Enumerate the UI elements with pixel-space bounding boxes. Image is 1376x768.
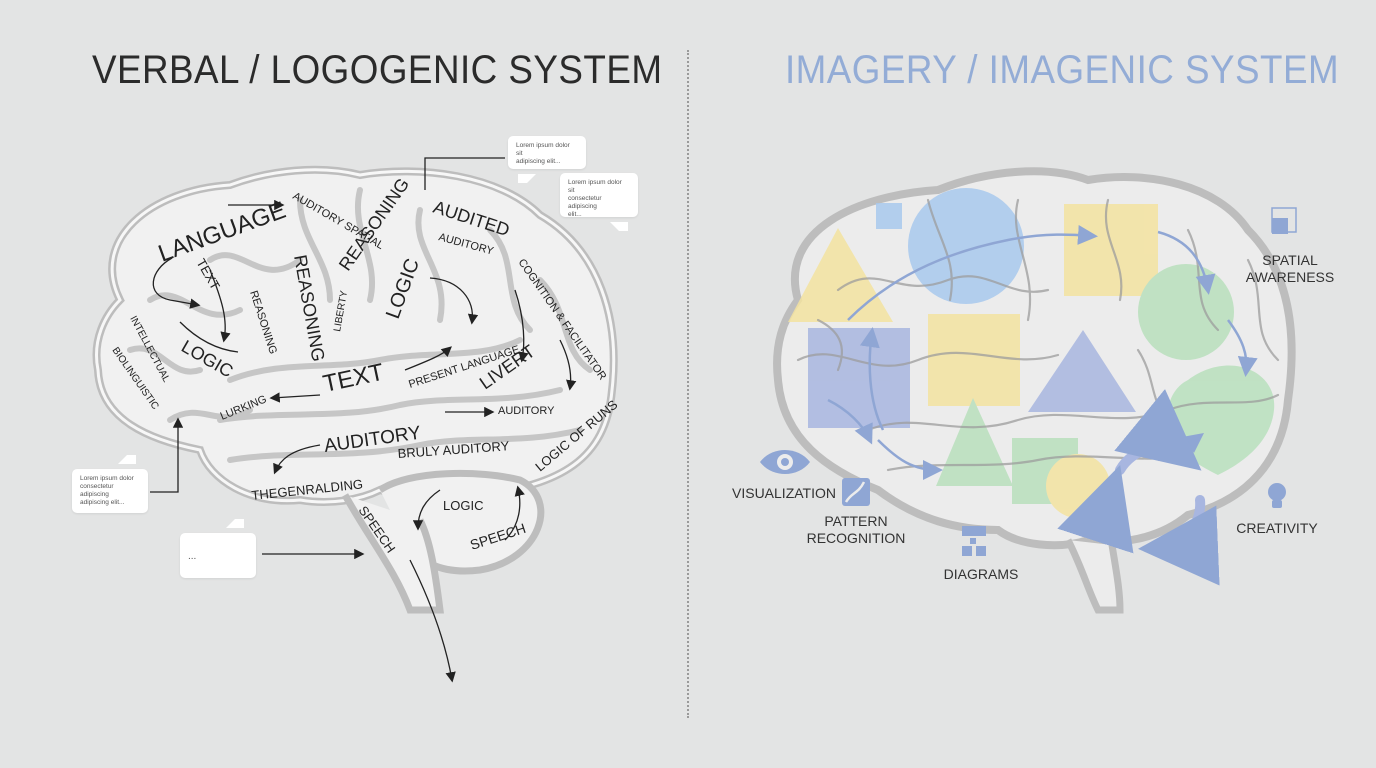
- eye-icon: [760, 450, 810, 474]
- caption-creativity: CREATIVITY: [1236, 520, 1318, 536]
- imagery-veins: [796, 198, 1280, 472]
- light-blue-circle: [908, 188, 1024, 304]
- speech-bubble-top-small: Lorem ipsum dolor sit adipiscing elit...: [508, 136, 586, 183]
- verbal-panel: VERBAL / LOGOGENIC SYSTEM: [72, 48, 663, 683]
- cycle-arrows-icon: [1057, 389, 1220, 586]
- imagery-brain-diagram: [760, 167, 1297, 614]
- label-logic-low: LOGIC: [443, 498, 483, 513]
- verbal-connectors: [150, 157, 577, 683]
- caption-pattern-recognition: PATTERN RECOGNITION: [806, 513, 906, 546]
- caption-visualization: VISUALIZATION: [732, 485, 836, 501]
- yellow-square-top: [1064, 204, 1158, 296]
- blue-triangle: [1028, 330, 1136, 412]
- imagery-panel: IMAGERY / IMAGENIC SYSTEM: [688, 0, 1376, 768]
- blue-square-left: [808, 328, 910, 428]
- speech-bubble-bottom: ...: [180, 519, 256, 578]
- verbal-system-title: VERBAL / LOGOGENIC SYSTEM: [92, 48, 663, 92]
- flowchart-icon: [962, 526, 986, 556]
- small-blue-square: [876, 203, 902, 229]
- yellow-square-mid: [928, 314, 1020, 406]
- verbal-brain-diagram: LANGUAGE AUDITORY SPATIAL REASONING AUDI…: [92, 157, 621, 683]
- speech-bubble-top-right: Lorem ipsum dolor sit consectetur adipis…: [560, 173, 638, 231]
- yellow-circle-bottom: [1046, 454, 1110, 518]
- yellow-triangle: [788, 228, 893, 322]
- label-auditory-right: AUDITORY: [498, 405, 555, 417]
- pattern-icon: [842, 478, 870, 506]
- lightbulb-icon: [1268, 483, 1286, 508]
- caption-spatial-awareness: SPATIAL AWARENESS: [1245, 252, 1335, 285]
- speech-bubble-side: Lorem ipsum dolor consectetur adipiscing…: [72, 455, 148, 513]
- square-icon: [1271, 207, 1297, 234]
- caption-diagrams: DIAGRAMS: [943, 566, 1019, 582]
- panel-divider: [687, 50, 689, 718]
- imagery-system-title: IMAGERY / IMAGENIC SYSTEM: [785, 48, 1340, 92]
- green-circle-top: [1138, 264, 1234, 360]
